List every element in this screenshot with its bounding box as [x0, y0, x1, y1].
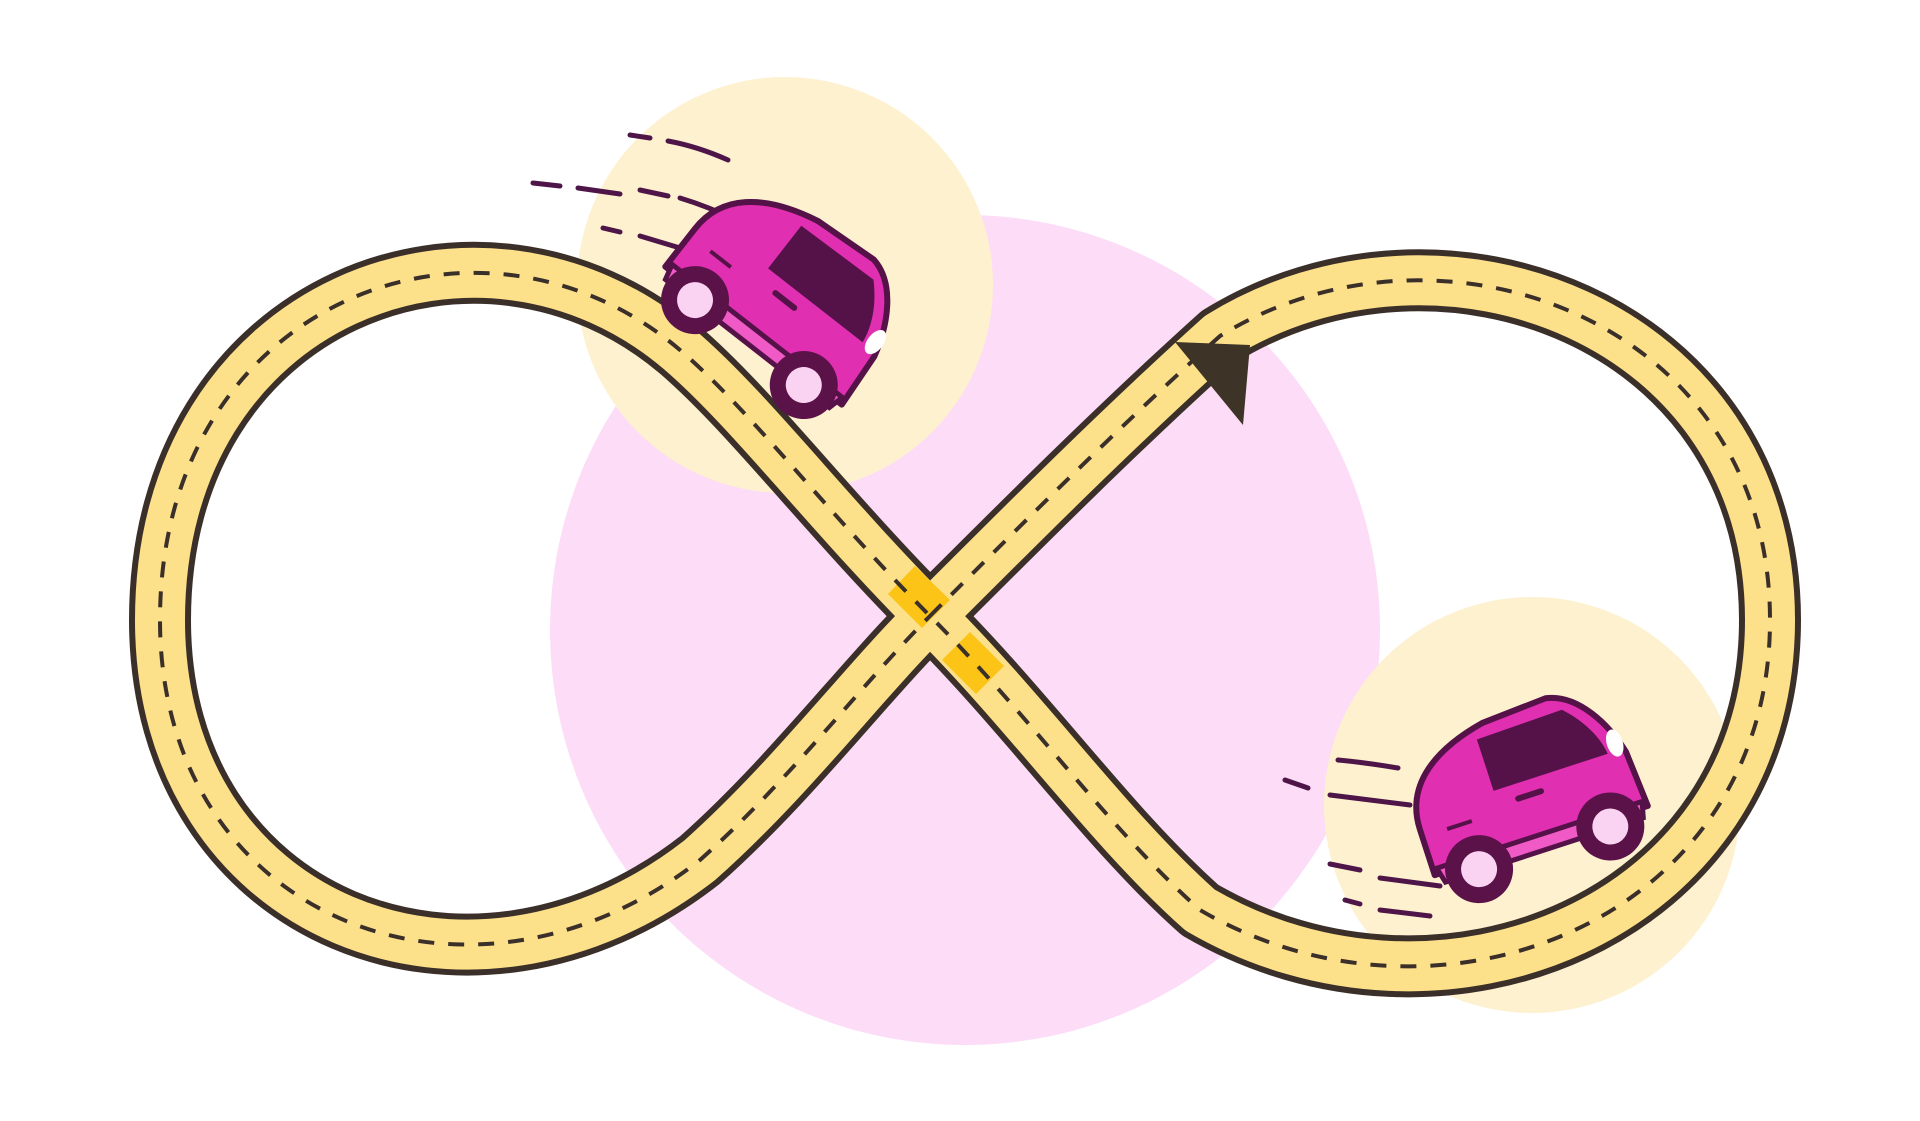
- direction-arrow-icon: [1175, 342, 1250, 425]
- wheel-rear: [769, 351, 838, 420]
- wheel-front: [661, 266, 730, 335]
- speed-lines-icon: [530, 132, 743, 251]
- speed-lines-icon: [1282, 757, 1443, 919]
- infinity-road: [160, 273, 1770, 967]
- wheel-front: [1445, 835, 1514, 904]
- wheel-rear: [1576, 792, 1645, 861]
- car-bottom-right-icon: [1413, 694, 1651, 904]
- car-top-left-icon: [661, 198, 891, 420]
